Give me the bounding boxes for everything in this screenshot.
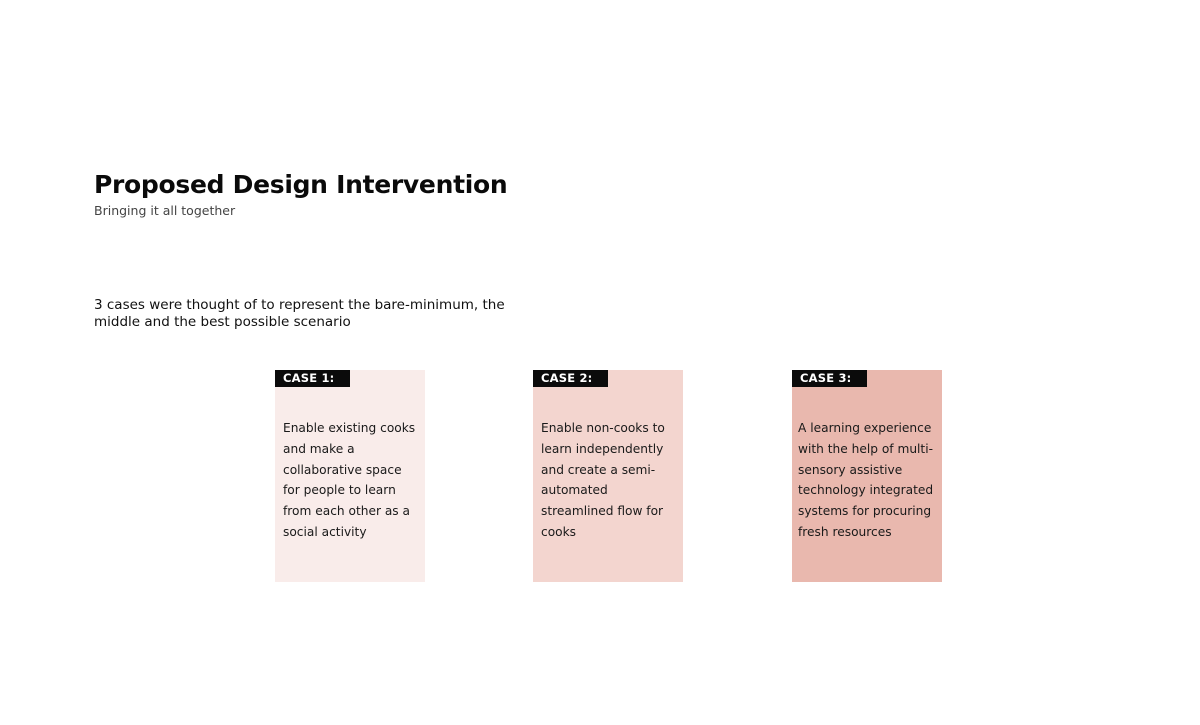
case-label: CASE 2: [533,370,609,387]
case-card-2: CASE 2: Enable non-cooks to learn indepe… [533,370,683,582]
case-label: CASE 1: [275,370,351,387]
case-card-3: CASE 3: A learning experience with the h… [792,370,942,582]
case-label: CASE 3: [792,370,868,387]
case-description: Enable non-cooks to learn independently … [541,421,665,539]
case-description: Enable existing cooks and make a collabo… [283,421,416,539]
case-description: A learning experience with the help of m… [798,421,934,539]
case-card-1: CASE 1: Enable existing cooks and make a… [275,370,425,582]
page-title: Proposed Design Intervention [94,170,508,199]
page-subtitle: Bringing it all together [94,203,236,218]
intro-text: 3 cases were thought of to represent the… [94,296,505,330]
